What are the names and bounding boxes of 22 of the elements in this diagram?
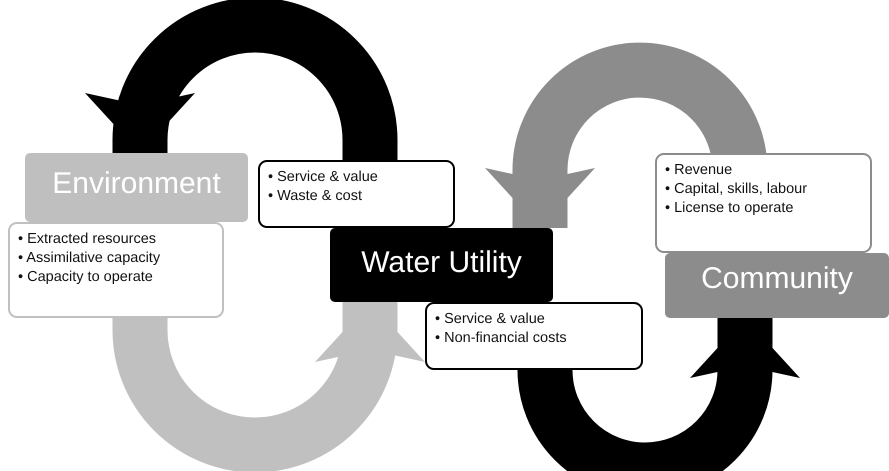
entity-name: Community	[701, 262, 853, 297]
entity-box	[25, 153, 248, 222]
entity-box	[665, 253, 889, 318]
bullet-item: • Capital, skills, labour	[665, 180, 808, 199]
entity-name: Water Utility	[361, 246, 522, 281]
bullet-item: • Waste & cost	[268, 187, 362, 206]
curved-arrow	[485, 42, 768, 228]
bullet-item: • Extracted resources	[18, 230, 156, 249]
entity-name: Environment	[52, 167, 221, 202]
bullet-item: • Capacity to operate	[18, 268, 153, 287]
bullet-list-box	[258, 160, 455, 228]
bullet-item: • Service & value	[268, 168, 378, 187]
bullet-item: • Revenue	[665, 161, 732, 180]
curved-arrow	[112, 302, 425, 471]
bullet-list-box	[425, 302, 643, 370]
bullet-list-box	[655, 153, 872, 253]
bullet-item: • License to operate	[665, 199, 794, 218]
entity-box	[330, 228, 553, 302]
bullet-item: • Assimilative capacity	[18, 249, 160, 268]
bullet-list-box	[8, 222, 224, 318]
bullet-item: • Service & value	[435, 310, 545, 329]
bullet-item: • Non-financial costs	[435, 329, 567, 348]
